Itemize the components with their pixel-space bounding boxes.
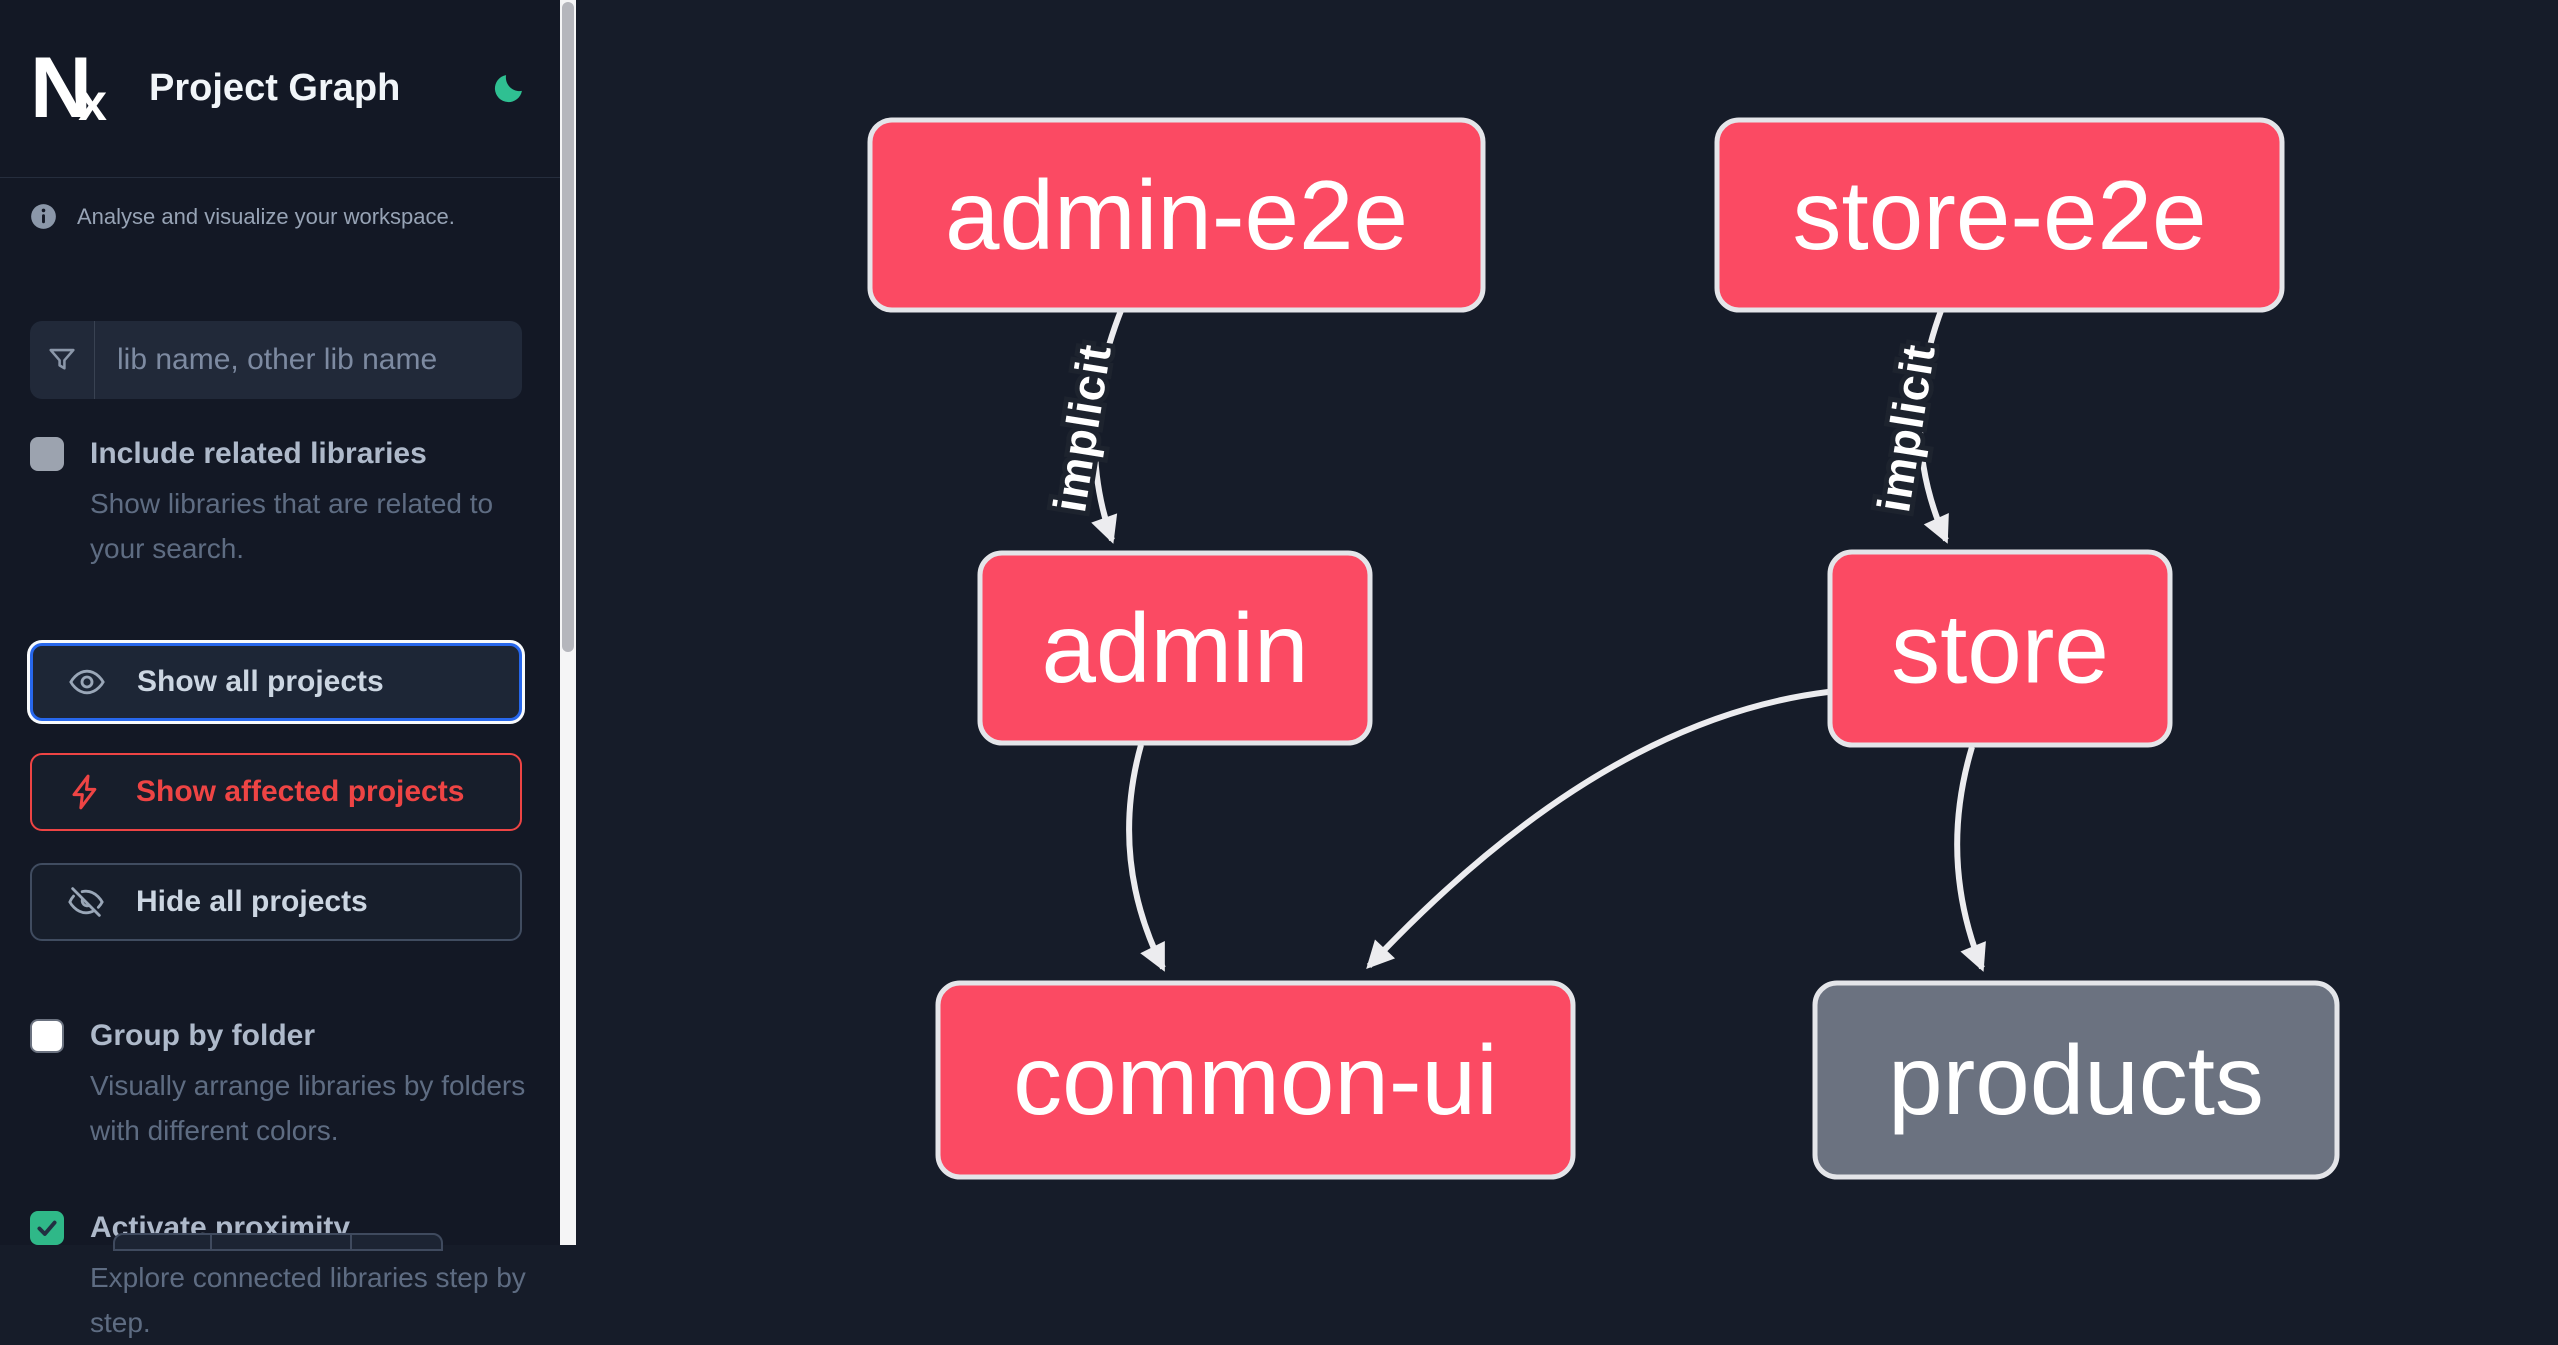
- show-all-projects-button[interactable]: Show all projects: [30, 643, 522, 721]
- include-related-checkbox[interactable]: [30, 437, 64, 471]
- include-related-row: Include related libraries Show libraries…: [30, 437, 530, 571]
- show-affected-projects-label: Show affected projects: [136, 775, 465, 808]
- proximity-stepper[interactable]: [113, 1233, 443, 1251]
- page-title: Project Graph: [149, 67, 401, 109]
- hide-all-projects-label: Hide all projects: [136, 885, 368, 918]
- graph-edge-store-common-ui: [1366, 689, 1829, 970]
- search-input[interactable]: [95, 321, 522, 399]
- activate-proximity-checkbox[interactable]: [30, 1211, 64, 1245]
- graph-node-products[interactable]: products: [1812, 980, 2340, 1180]
- graph-node-label-store-e2e: store-e2e: [1792, 160, 2206, 270]
- include-related-description: Show libraries that are related to your …: [90, 488, 494, 564]
- sidebar-header: N x Project Graph: [0, 0, 560, 178]
- graph-edge-store-products: [1954, 746, 1986, 972]
- graph-edge-admin-common-ui: [1126, 744, 1166, 972]
- graph-node-store-e2e[interactable]: store-e2e: [1714, 117, 2285, 313]
- graph-node-label-common-ui: common-ui: [1013, 1025, 1498, 1135]
- project-graph-canvas[interactable]: implicit implicit admin-e2e store-e2e admin s…: [576, 0, 2558, 1245]
- workspace-info: Analyse and visualize your workspace.: [30, 203, 530, 231]
- filter-funnel-icon: [49, 348, 75, 370]
- hide-all-projects-button[interactable]: Hide all projects: [30, 863, 522, 941]
- sidebar-scrollbar[interactable]: [560, 0, 576, 1245]
- graph-edge-label-implicit: implicit: [1043, 340, 1121, 515]
- workspace-info-text: Analyse and visualize your workspace.: [77, 204, 455, 229]
- show-affected-projects-button[interactable]: Show affected projects: [30, 753, 522, 831]
- graph-node-admin[interactable]: admin: [977, 550, 1373, 746]
- project-graph-svg: implicit implicit admin-e2e store-e2e admin s…: [867, 117, 2340, 1180]
- sidebar: N x Project Graph Analyse and visualize …: [0, 0, 560, 1338]
- group-by-folder-label: Group by folder: [90, 1019, 315, 1052]
- group-by-folder-checkbox[interactable]: [30, 1019, 64, 1053]
- nx-logo-x: x: [78, 74, 108, 133]
- graph-node-admin-e2e[interactable]: admin-e2e: [867, 117, 1486, 313]
- activate-proximity-row: Activate proximity Explore connected lib…: [30, 1211, 530, 1345]
- checkmark-icon: [37, 1220, 57, 1236]
- nx-logo-n: N: [30, 40, 92, 137]
- activate-proximity-description: Explore connected libraries step by step…: [90, 1262, 526, 1338]
- moon-icon: [494, 74, 522, 102]
- eye-icon: [67, 662, 107, 702]
- info-icon: [31, 204, 56, 229]
- graph-edge-admin-e2e-admin: [1091, 306, 1125, 544]
- graph-node-label-products: products: [1888, 1025, 2264, 1135]
- include-related-label: Include related libraries: [90, 437, 427, 470]
- graph-node-label-store: store: [1891, 594, 2109, 704]
- graph-edge-store-e2e-store: [1917, 306, 1949, 544]
- theme-toggle-button[interactable]: [486, 67, 530, 111]
- filter-icon-cell: [30, 321, 95, 399]
- graph-edge-label-implicit: implicit: [1867, 340, 1945, 515]
- sidebar-scrollbar-thumb[interactable]: [562, 2, 574, 652]
- graph-node-store[interactable]: store: [1827, 549, 2173, 748]
- proximity-increment[interactable]: [350, 1235, 441, 1249]
- graph-node-common-ui[interactable]: common-ui: [935, 980, 1576, 1180]
- nx-logo: N x: [30, 40, 108, 137]
- graph-node-label-admin: admin: [1042, 593, 1309, 703]
- graph-node-label-admin-e2e: admin-e2e: [945, 160, 1408, 270]
- eye-off-icon: [66, 882, 106, 922]
- bolt-icon: [66, 772, 106, 812]
- group-by-folder-row: Group by folder Visually arrange librari…: [30, 1019, 530, 1153]
- group-by-folder-description: Visually arrange libraries by folders wi…: [90, 1070, 526, 1146]
- search-box: [30, 321, 522, 399]
- proximity-value: [210, 1235, 350, 1249]
- show-all-projects-label: Show all projects: [137, 665, 384, 698]
- proximity-decrement[interactable]: [115, 1235, 210, 1249]
